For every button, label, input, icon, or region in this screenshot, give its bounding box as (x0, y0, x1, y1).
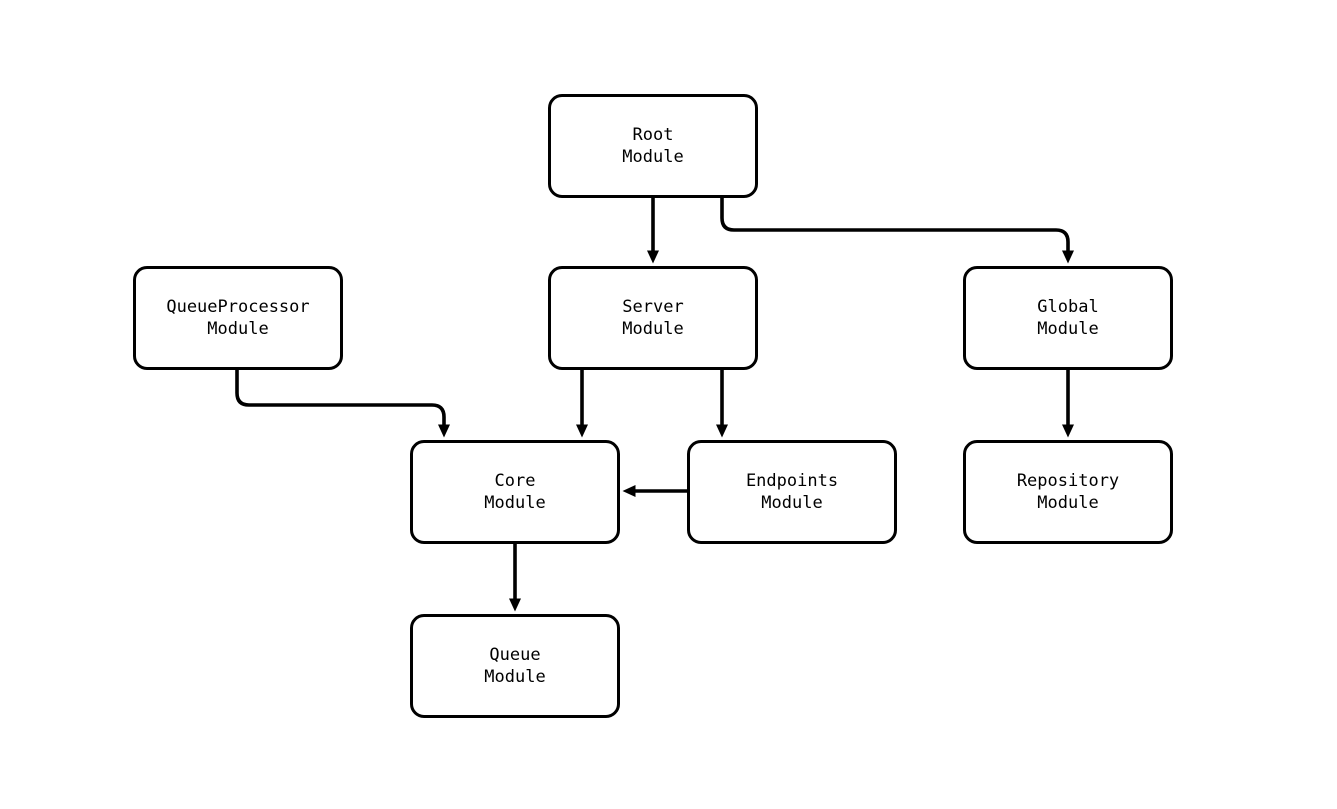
edge-queueprocessor-to-core (235, 370, 450, 438)
node-queue-module-label: Queue Module (484, 645, 546, 687)
node-queueprocessor-module-label: QueueProcessor Module (166, 297, 310, 339)
node-global-module-label: Global Module (1037, 297, 1099, 339)
node-server-module-label: Server Module (622, 297, 684, 339)
node-core-module-label: Core Module (484, 471, 546, 513)
node-global-module[interactable]: Global Module (963, 266, 1173, 370)
node-repository-module-label: Repository Module (1016, 471, 1120, 513)
node-queueprocessor-module[interactable]: QueueProcessor Module (133, 266, 343, 370)
node-queue-module[interactable]: Queue Module (410, 614, 620, 718)
node-endpoints-module[interactable]: Endpoints Module (687, 440, 897, 544)
node-repository-module[interactable]: Repository Module (963, 440, 1173, 544)
node-endpoints-module-label: Endpoints Module (745, 471, 839, 513)
edge-root-to-global (720, 198, 1074, 264)
node-root-module[interactable]: Root Module (548, 94, 758, 198)
node-root-module-label: Root Module (622, 125, 684, 167)
node-server-module[interactable]: Server Module (548, 266, 758, 370)
node-core-module[interactable]: Core Module (410, 440, 620, 544)
